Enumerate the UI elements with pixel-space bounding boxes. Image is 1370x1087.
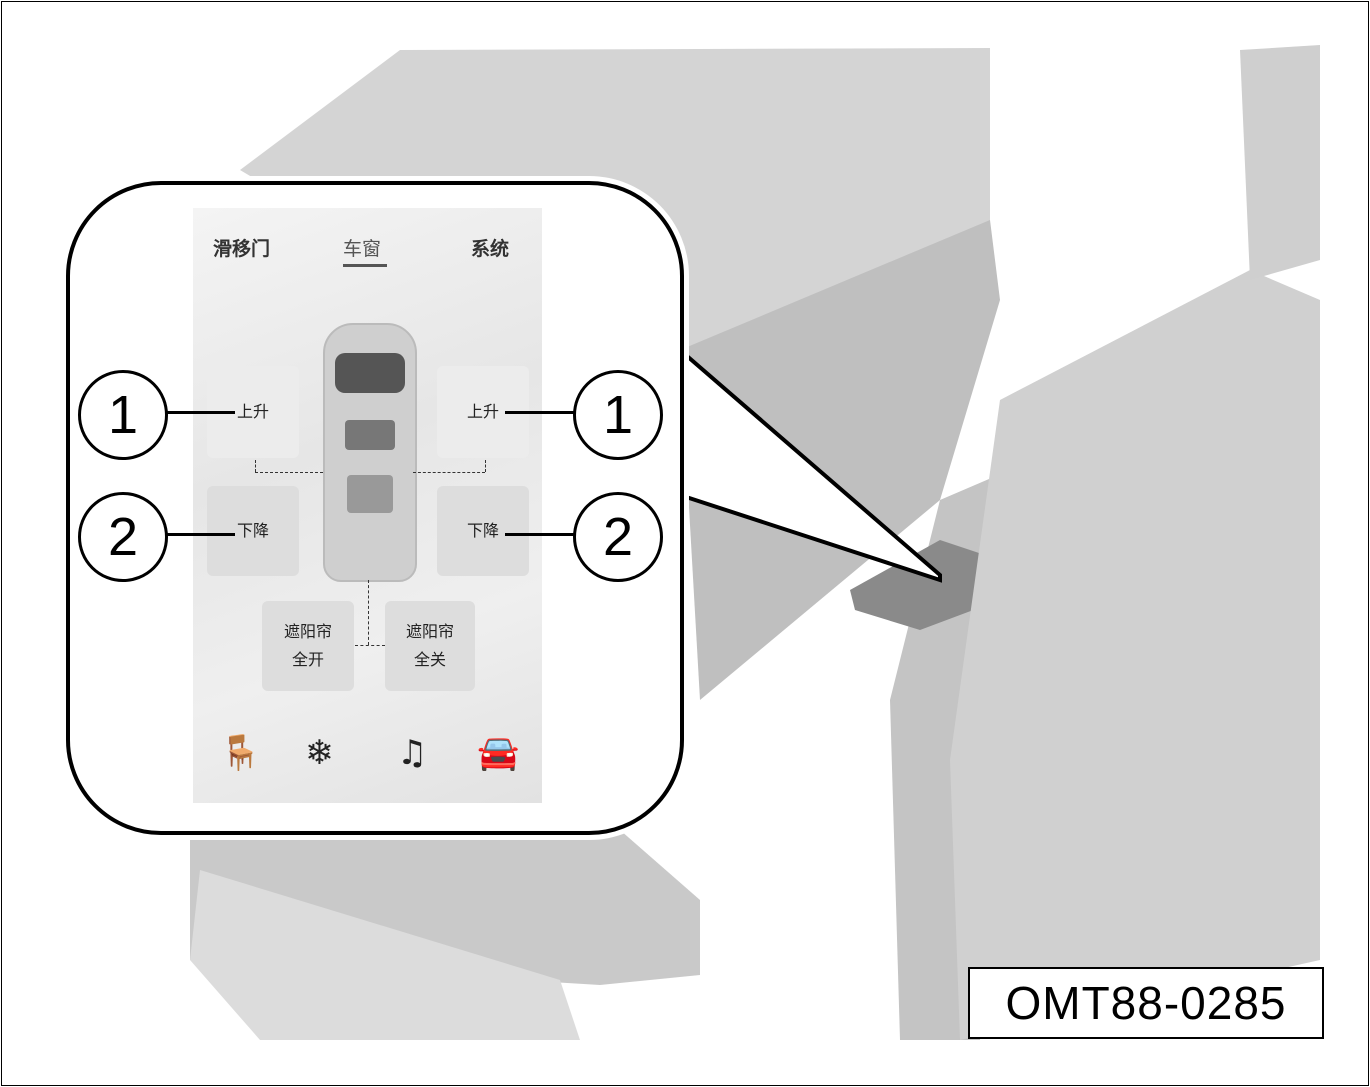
leader-line: [160, 411, 235, 414]
tab-windows[interactable]: 车窗: [343, 238, 382, 260]
window-control-screen: 滑移门 车窗 系统 上升 下降 上升 下降 遮阳帘 全开 遮阳帘 全关 🪑 ❄ …: [193, 208, 542, 803]
figure-code: OMT88-0285: [968, 967, 1324, 1039]
connector-line: [413, 472, 485, 473]
leader-line: [505, 533, 575, 536]
active-tab-indicator: [343, 264, 387, 267]
button-label: 下降: [236, 521, 269, 540]
callout-number-2-right: 2: [573, 492, 663, 582]
snowflake-icon[interactable]: ❄: [305, 733, 334, 773]
armrest-top: [850, 540, 1000, 630]
connector-line: [355, 645, 385, 646]
leader-line: [160, 533, 235, 536]
button-label: 下降: [466, 521, 499, 540]
connector-line: [485, 460, 486, 472]
car-icon[interactable]: 🚘: [477, 733, 520, 773]
tab-system[interactable]: 系统: [471, 238, 510, 260]
connector-line: [255, 460, 256, 472]
sunshade-open-button[interactable]: 遮阳帘 全开: [262, 601, 354, 691]
music-icon[interactable]: ♫: [397, 733, 428, 773]
front-seat: [950, 270, 1320, 1040]
button-label: 上升: [466, 402, 499, 421]
door-panel: [680, 220, 1000, 700]
floor-rail: [190, 870, 580, 1040]
right-window-down-button[interactable]: 下降: [437, 486, 529, 576]
callout-number-2-left: 2: [78, 492, 168, 582]
callout-number-1-right: 1: [573, 370, 663, 460]
connector-line: [368, 580, 369, 645]
front-headrest: [1240, 45, 1320, 280]
button-label: 遮阳帘: [283, 622, 332, 641]
button-label: 全关: [413, 650, 446, 669]
sunshade-close-button[interactable]: 遮阳帘 全关: [385, 601, 475, 691]
left-window-down-button[interactable]: 下降: [207, 486, 299, 576]
vehicle-top-view: [323, 323, 417, 582]
button-label: 上升: [236, 402, 269, 421]
callout-number-1-left: 1: [78, 370, 168, 460]
button-label: 全开: [291, 650, 324, 669]
tab-sliding-door[interactable]: 滑移门: [213, 238, 271, 260]
seat-icon[interactable]: 🪑: [219, 733, 262, 773]
button-label: 遮阳帘: [405, 622, 454, 641]
connector-line: [255, 472, 323, 473]
leader-line: [505, 411, 575, 414]
